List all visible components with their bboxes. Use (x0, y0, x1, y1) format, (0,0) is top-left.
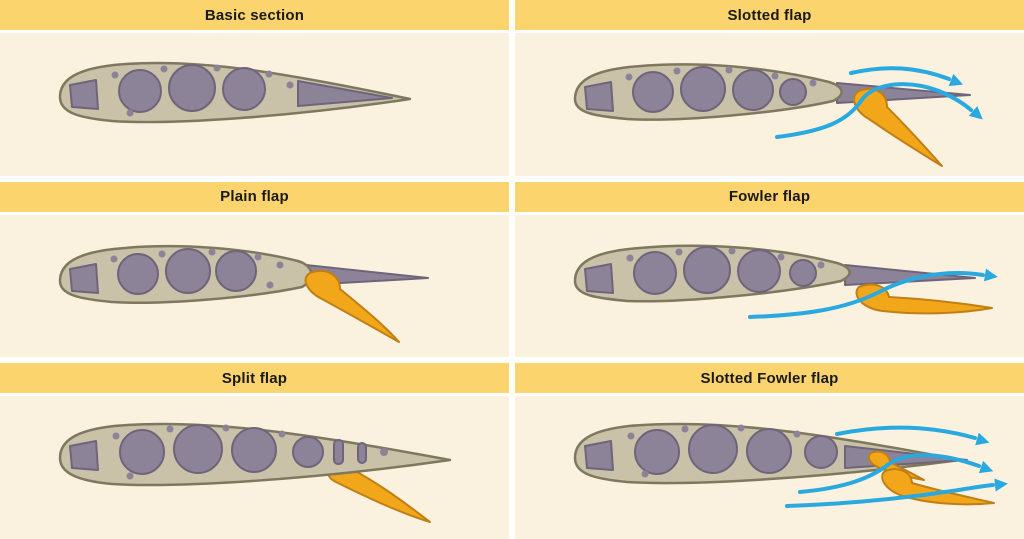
panel-header-split-flap: Split flap (0, 363, 509, 397)
panel-title: Slotted flap (727, 6, 812, 24)
slot-vane (867, 450, 925, 482)
deflected-flap (853, 88, 943, 167)
airflow-arrows (775, 66, 983, 139)
airfoil-structure (584, 66, 817, 113)
panel-split-flap: Split flap (0, 363, 509, 539)
airfoil-structure (584, 424, 838, 478)
panel-title: Basic section (204, 6, 305, 24)
airfoil-illustration-slotted-fowler-flap (573, 423, 1008, 509)
panel-body-slotted-fowler-flap (515, 396, 1024, 539)
panel-title: Fowler flap (728, 188, 811, 206)
panel-slotted-fowler-flap: Slotted Fowler flap (515, 363, 1024, 539)
airfoil-illustration-fowler-flap (573, 244, 998, 319)
panel-slotted-flap: Slotted flap (515, 0, 1024, 176)
panel-header-slotted-fowler-flap: Slotted Fowler flap (515, 363, 1024, 397)
panel-body-slotted-flap (515, 33, 1024, 176)
airfoil-illustration-plain-flap (58, 244, 429, 343)
panel-header-plain-flap: Plain flap (0, 181, 509, 215)
panel-body-basic-section (0, 33, 509, 176)
airfoil-structure (69, 424, 388, 480)
panel-plain-flap: Plain flap (0, 181, 509, 358)
airflow-arrows (748, 268, 998, 319)
airfoil-illustration-basic-section (58, 61, 412, 124)
airfoil-structure (584, 245, 825, 295)
panel-header-basic-section: Basic section (0, 0, 509, 33)
panel-header-slotted-flap: Slotted flap (515, 0, 1024, 33)
airflow-arrows (785, 425, 1008, 509)
airfoil-illustration-slotted-flap (573, 63, 983, 167)
deflected-flap (304, 269, 400, 343)
airfoil-structure (69, 247, 284, 295)
extended-flap (855, 283, 993, 315)
panel-title: Split flap (221, 369, 288, 387)
airfoil-structure (69, 64, 393, 117)
panel-basic-section: Basic section (0, 0, 509, 176)
panel-title: Slotted Fowler flap (700, 369, 839, 387)
panel-body-split-flap (0, 396, 509, 539)
panel-fowler-flap: Fowler flap (515, 181, 1024, 358)
airfoil-illustration-split-flap (58, 423, 452, 524)
panel-title: Plain flap (220, 188, 289, 206)
panel-body-plain-flap (0, 215, 509, 358)
panel-header-fowler-flap: Fowler flap (515, 181, 1024, 215)
panel-body-fowler-flap (515, 215, 1024, 358)
